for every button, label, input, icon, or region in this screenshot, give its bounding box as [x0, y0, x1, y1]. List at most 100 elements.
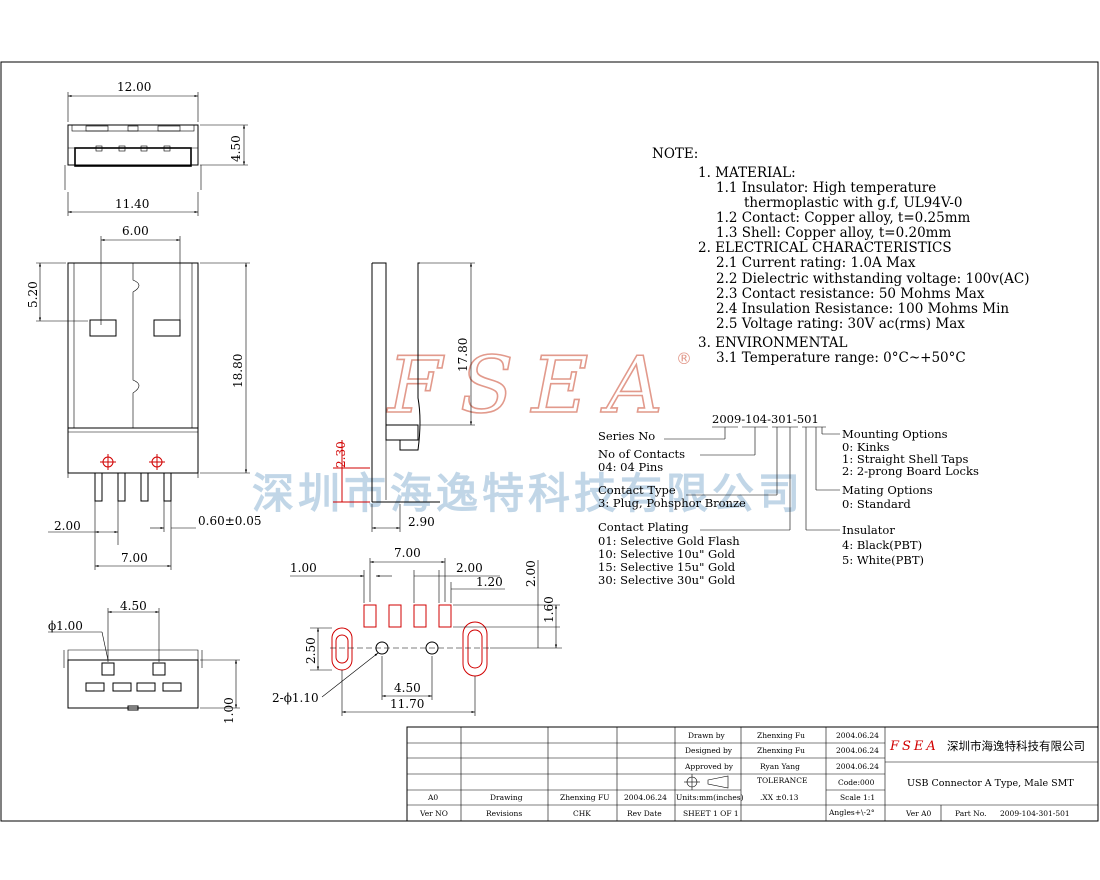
drawn-date: 2004.06.24	[836, 731, 879, 740]
sheet: SHEET 1 OF 1	[683, 809, 739, 818]
pad	[388, 604, 402, 628]
dim-top-height: 4.50	[229, 135, 243, 162]
rev-desc: Drawing	[490, 793, 523, 802]
rev-ver: A0	[427, 793, 438, 802]
note-line: 2.5 Voltage rating: 30V ac(rms) Max	[716, 316, 965, 332]
note-line: 2.2 Dielectric withstanding voltage: 100…	[716, 271, 1030, 287]
dim-pad-row: 1.60	[542, 596, 556, 623]
rev-by: Zhenxing FU	[560, 793, 609, 802]
pad	[363, 604, 377, 628]
dim-end-hole: ϕ1.00	[48, 619, 83, 633]
note-line: 1.2 Contact: Copper alloy, t=0.25mm	[716, 210, 971, 226]
watermark-registered: ®	[676, 349, 692, 368]
title-block: Drawn by Zhenxing Fu 2004.06.24 Designed…	[406, 726, 1099, 822]
tolerance-label: TOLERANCE	[757, 776, 807, 785]
dim-pin-width: 0.60±0.05	[198, 514, 262, 528]
drawing-title: USB Connector A Type, Male SMT	[907, 778, 1074, 789]
dim-side-foot: 2.90	[408, 515, 435, 529]
rev-header-chk: CHK	[573, 809, 591, 818]
dim-pad-pitch: 1.00	[290, 561, 317, 575]
contact-type-label: Contact Type	[598, 483, 676, 497]
drawing-frame	[0, 61, 1099, 822]
dim-contact-span: 6.00	[122, 224, 149, 238]
top-view: 12.00 4.50 11.40	[64, 80, 248, 216]
part-no: 2009-104-301-501	[1000, 809, 1070, 818]
drawn-by: Zhenxing Fu	[757, 731, 805, 740]
pad	[438, 604, 452, 628]
note-line: 3. ENVIRONMENTAL	[698, 335, 847, 351]
end-view: 4.50 ϕ1.00 1.00	[48, 599, 240, 724]
ver-label: Ver A0	[905, 809, 932, 818]
dim-body-length: 18.80	[231, 354, 245, 388]
plating-option: 15: Selective 15u" Gold	[598, 560, 736, 574]
title-company: 深圳市海逸特科技有限公司	[947, 739, 1085, 753]
side-view: 17.80 2.30 2.90	[333, 262, 475, 532]
series-label: Series No	[598, 429, 655, 443]
mounting-option: 0: Kinks	[842, 440, 889, 454]
approved-by-label: Approved by	[684, 762, 734, 771]
insulator-option: 5: White(PBT)	[842, 553, 924, 567]
rev-header-date: Rev Date	[627, 809, 662, 818]
note-line: 1.3 Shell: Copper alloy, t=0.20mm	[716, 225, 951, 241]
rev-date: 2004.06.24	[624, 793, 667, 802]
pcb-footprint: 7.00 1.00 2.00 1.20 2.00 1.60 2.50 4.50 …	[272, 546, 562, 716]
note-line: 1.1 Insulator: High temperature	[716, 180, 936, 196]
note-line: 1. MATERIAL:	[698, 165, 796, 181]
dim-end-step: 1.00	[222, 697, 236, 724]
approved-date: 2004.06.24	[836, 762, 879, 771]
angles: Angles+\-2°	[828, 808, 875, 817]
dim-top-width: 12.00	[117, 80, 151, 94]
note-line: 2. ELECTRICAL CHARACTERISTICS	[698, 240, 952, 256]
mounting-option: 2: 2-prong Board Locks	[842, 464, 979, 478]
mounting-label: Mounting Options	[842, 427, 948, 441]
mating-label: Mating Options	[842, 483, 933, 497]
mating-option: 0: Standard	[842, 497, 911, 511]
designed-by: Zhenxing Fu	[757, 746, 805, 755]
dim-slot-width: 2.50	[304, 637, 318, 664]
notes: NOTE: 1. MATERIAL: 1.1 Insulator: High t…	[652, 146, 1030, 366]
plating-option: 10: Selective 10u" Gold	[598, 547, 736, 561]
dim-side-length: 17.80	[456, 338, 470, 372]
plating-label: Contact Plating	[598, 520, 689, 534]
plating-option: 30: Selective 30u" Gold	[598, 573, 736, 587]
dim-hole-span: 4.50	[394, 681, 421, 695]
note-line: 2.4 Insulation Resistance: 100 Mohms Min	[716, 301, 1009, 317]
dim-pad-height: 2.00	[524, 560, 538, 587]
dim-slot-span: 11.70	[390, 697, 424, 711]
part-code: 2009-104-301-501	[712, 412, 819, 426]
dim-top-inner-width: 11.40	[115, 197, 149, 211]
note-line: 2.3 Contact resistance: 50 Mohms Max	[716, 286, 985, 302]
watermark: FSEA ® 深圳市海逸特科技有限公司	[252, 340, 804, 518]
approved-by: Ryan Yang	[760, 762, 800, 771]
projection-icon	[684, 774, 729, 790]
watermark-brand: FSEA	[386, 341, 681, 431]
insulator-option: 4: Black(PBT)	[842, 538, 922, 552]
drawn-by-label: Drawn by	[688, 731, 726, 740]
rev-header-ver: Ver NO	[419, 809, 448, 818]
part-no-label: Part No.	[955, 809, 987, 818]
note-line: thermoplastic with g.f, UL94V-0	[744, 195, 963, 211]
pad	[413, 604, 427, 628]
units: Units:mm(inches)	[676, 793, 744, 802]
dim-pad-width: 1.20	[476, 575, 503, 589]
dim-window-offset: 5.20	[26, 281, 40, 308]
insulator-label: Insulator	[842, 523, 895, 537]
part-code-breakdown: 2009-104-301-501 Series No No of Contact…	[598, 412, 979, 587]
dim-pin-offset: 2.00	[54, 519, 81, 533]
contact-type-option: 3: Plug, Pohsphor Bronze	[598, 496, 746, 510]
dim-end-span: 4.50	[120, 599, 147, 613]
code-label: Code:000	[838, 778, 875, 787]
dim-pad-span: 7.00	[394, 546, 421, 560]
designed-by-label: Designed by	[685, 746, 733, 755]
contacts-label: No of Contacts	[598, 447, 685, 461]
plating-option: 01: Selective Gold Flash	[598, 534, 740, 548]
dim-pin-span: 7.00	[121, 551, 148, 565]
title-logo: FSEA	[889, 739, 939, 754]
dim-hole-callout: 2-ϕ1.10	[272, 691, 319, 705]
mounting-option: 1: Straight Shell Taps	[842, 452, 969, 466]
watermark-company: 深圳市海逸特科技有限公司	[252, 469, 804, 518]
tolerance-value: .XX ±0.13	[760, 793, 799, 802]
rev-header-desc: Revisions	[486, 809, 522, 818]
note-line: 3.1 Temperature range: 0°C~+50°C	[716, 350, 966, 366]
